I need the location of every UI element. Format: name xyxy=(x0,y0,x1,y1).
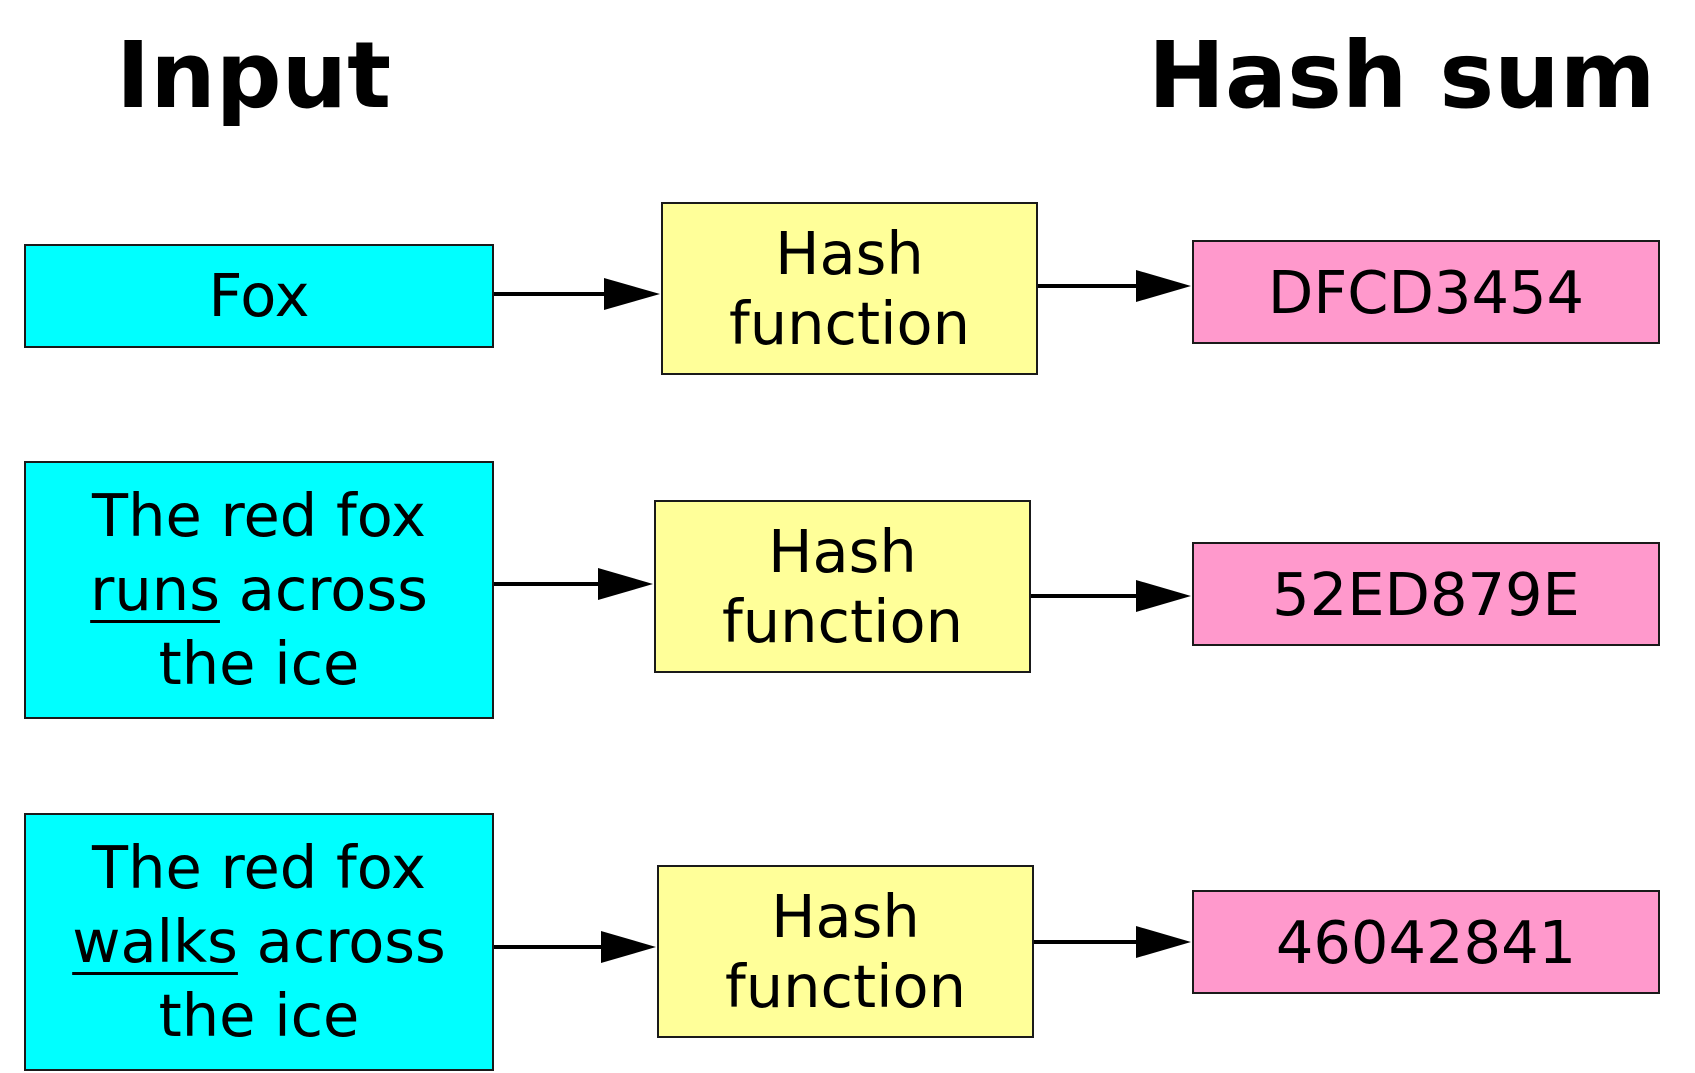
input-text-rest: across xyxy=(237,907,446,977)
hash-function-box-3: Hash function xyxy=(657,865,1034,1038)
hash-sum-value: 46042841 xyxy=(1275,907,1577,977)
arrowhead-icon xyxy=(1136,580,1191,612)
input-text-line2: walks across xyxy=(72,905,446,979)
hash-sum-box-2: 52ED879E xyxy=(1192,542,1660,646)
hash-sum-box-3: 46042841 xyxy=(1192,890,1660,994)
input-text-line3: the ice xyxy=(158,980,360,1050)
arrowhead-icon xyxy=(1136,926,1191,958)
arrowhead-icon xyxy=(1136,270,1191,302)
arrowhead-icon xyxy=(598,568,653,600)
input-text-line3: the ice xyxy=(158,628,360,698)
hash-function-label-line1: Hash xyxy=(775,219,924,289)
input-text-line2: runs across xyxy=(90,553,428,627)
hash-function-label-line2: function xyxy=(724,951,966,1021)
underlined-word: runs xyxy=(90,555,220,625)
hash-sum-value: 52ED879E xyxy=(1272,559,1580,629)
input-box-2: The red fox runs across the ice xyxy=(24,461,494,719)
hash-function-box-2: Hash function xyxy=(654,500,1031,673)
input-heading: Input xyxy=(116,22,392,129)
input-box-3: The red fox walks across the ice xyxy=(24,813,494,1071)
hash-sum-value: DFCD3454 xyxy=(1267,257,1585,327)
input-text-rest: across xyxy=(219,555,428,625)
underlined-word: walks xyxy=(72,907,238,977)
arrowhead-icon xyxy=(604,278,660,310)
hash-function-label-line2: function xyxy=(728,288,970,358)
input-box-1: Fox xyxy=(24,244,494,348)
hash-function-box-1: Hash function xyxy=(661,202,1038,375)
hash-function-label-line1: Hash xyxy=(771,882,920,952)
input-text: Fox xyxy=(208,261,310,331)
hash-sum-heading: Hash sum xyxy=(1148,22,1656,129)
input-text-line1: The red fox xyxy=(92,833,426,903)
hash-function-label-line1: Hash xyxy=(768,517,917,587)
hash-function-label-line2: function xyxy=(721,586,963,656)
input-text-line1: The red fox xyxy=(92,481,426,551)
hash-sum-box-1: DFCD3454 xyxy=(1192,240,1660,344)
arrowhead-icon xyxy=(601,931,656,963)
